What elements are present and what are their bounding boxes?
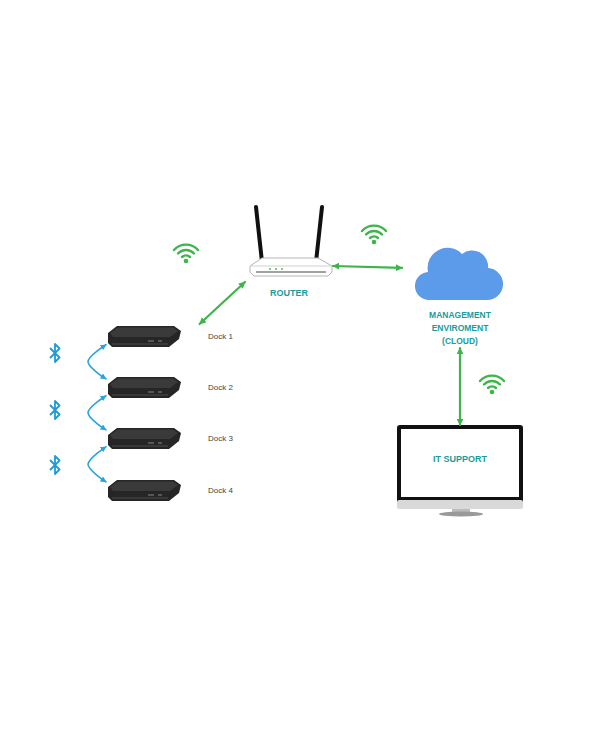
dock-node: Dock 3 [106,426,236,452]
node-label: IT SUPPORT [397,453,523,465]
bluetooth-symbol [51,344,60,362]
node-label: Dock 3 [208,426,233,452]
connector-arrow [333,266,402,268]
wifi-symbol [362,226,386,245]
dock-device [108,428,181,449]
cloud-shape [415,248,503,300]
dock-device [108,480,181,501]
connector-arrow [88,447,106,482]
bluetooth-symbol [51,456,60,474]
dock-device [108,326,181,347]
router-illustration [250,207,332,276]
dock-node: Dock 2 [106,375,236,401]
connector-arrow [88,396,106,430]
wifi-symbol [174,245,198,264]
connector-arrow [459,348,461,425]
wifi-symbol [480,376,504,395]
it-support-node: IT SUPPORT [397,425,523,515]
cloud-node: MANAGEMENT ENVIROMENT (CLOUD) [402,244,518,348]
node-label: ROUTER [245,288,333,299]
node-label: MANAGEMENT ENVIROMENT (CLOUD) [420,309,500,348]
bluetooth-symbol [51,401,60,419]
connector-arrow [200,282,245,324]
node-label: Dock 4 [208,478,233,504]
dock-device [108,377,181,398]
monitor-illustration [397,425,523,517]
node-label: Dock 1 [208,324,233,350]
dock-node: Dock 1 [106,324,236,350]
connector-arrow [88,345,106,379]
router-node: ROUTER [245,200,333,300]
node-label: Dock 2 [208,375,233,401]
dock-node: Dock 4 [106,478,236,504]
